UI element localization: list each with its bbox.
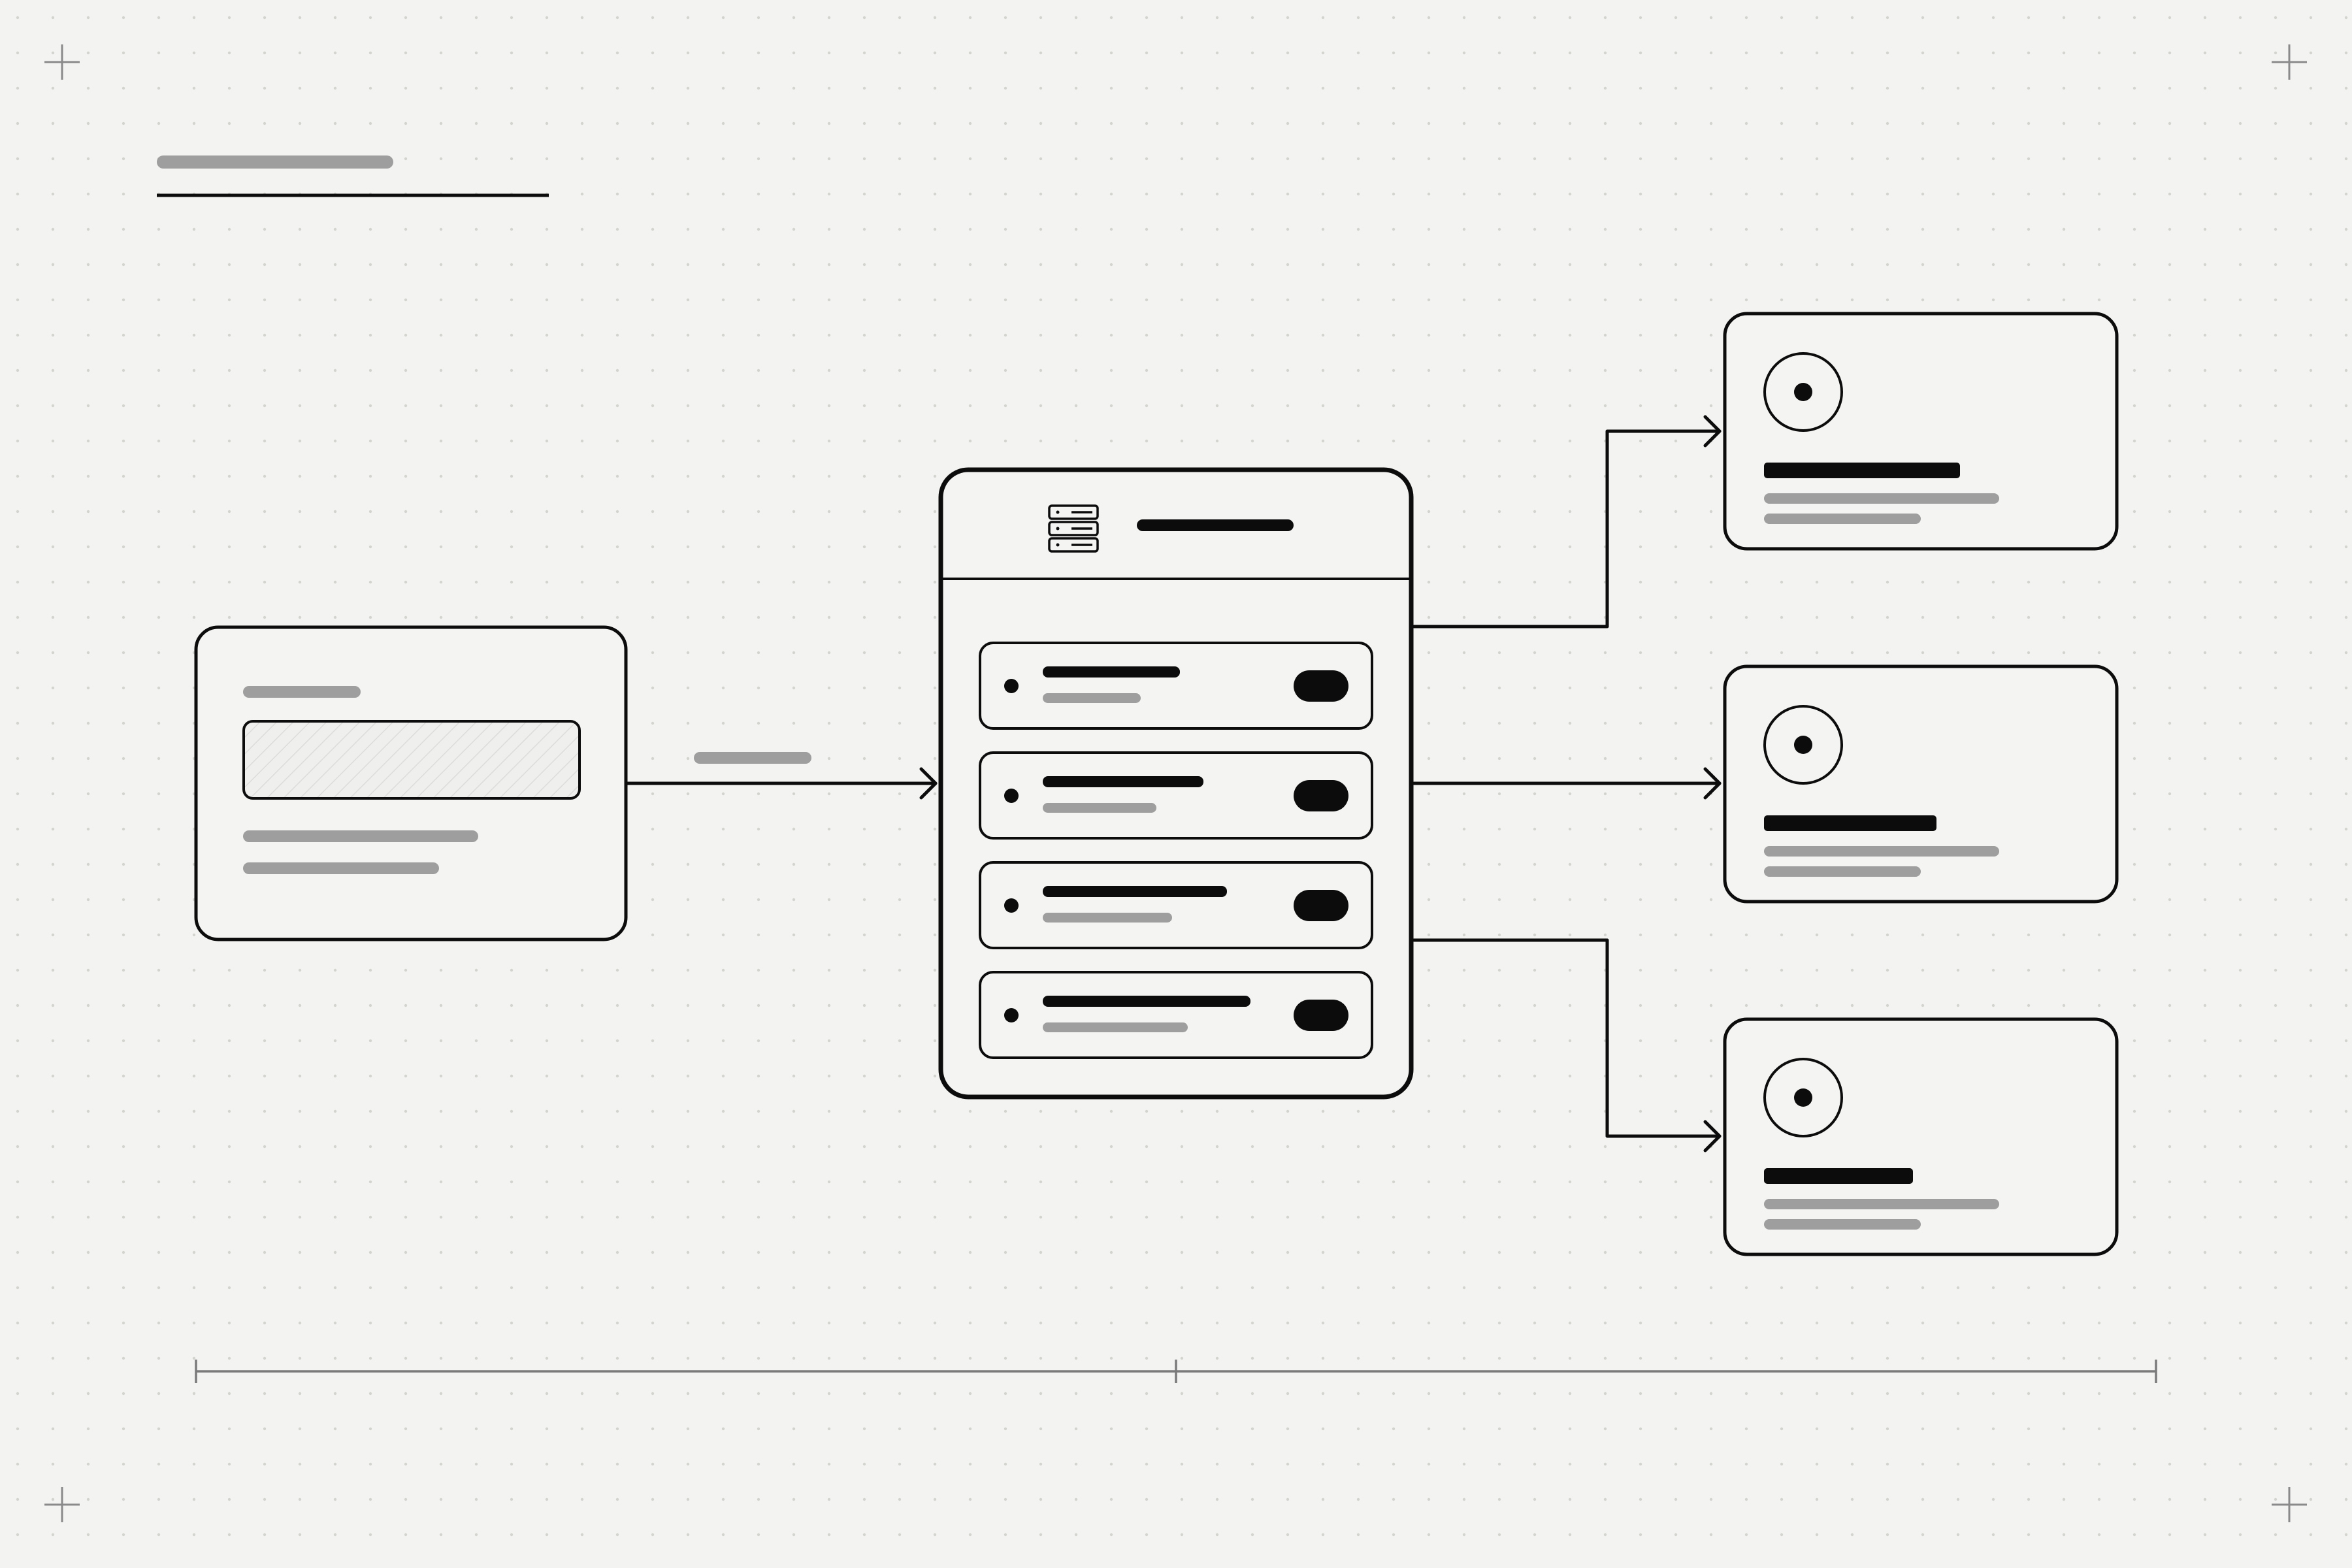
radio-target-icon bbox=[1763, 352, 1843, 432]
target-text-bar-2 bbox=[1764, 866, 1921, 877]
target-text-bar-1 bbox=[1764, 493, 1999, 504]
corner-mark-bottom-right bbox=[2272, 1487, 2307, 1522]
arrow-hub-to-target-3 bbox=[1412, 938, 1722, 1152]
target-title-bar bbox=[1764, 463, 1960, 478]
hub-row[interactable] bbox=[979, 971, 1373, 1059]
row-status-dot bbox=[1004, 1008, 1019, 1022]
radio-target-icon bbox=[1763, 1058, 1843, 1137]
server-rack-icon bbox=[1048, 504, 1099, 553]
source-card bbox=[194, 625, 628, 941]
row-toggle-pill[interactable] bbox=[1294, 780, 1348, 811]
hub-row[interactable] bbox=[979, 861, 1373, 949]
target-card bbox=[1723, 1017, 2119, 1256]
arrow-hub-to-target-1 bbox=[1412, 415, 1722, 629]
target-title-bar bbox=[1764, 815, 1936, 831]
target-text-bar-1 bbox=[1764, 846, 1999, 857]
row-status-dot bbox=[1004, 898, 1019, 913]
target-text-bar-2 bbox=[1764, 514, 1921, 524]
hub-row[interactable] bbox=[979, 751, 1373, 840]
row-status-dot bbox=[1004, 679, 1019, 693]
row-title-bar bbox=[1043, 776, 1203, 787]
source-card-text-bar-2 bbox=[243, 862, 439, 874]
row-toggle-pill[interactable] bbox=[1294, 670, 1348, 702]
corner-mark-bottom-left bbox=[44, 1487, 80, 1522]
scale-bar bbox=[195, 1360, 2157, 1383]
connector-label-bar bbox=[694, 752, 811, 764]
corner-mark-top-right bbox=[2272, 44, 2307, 80]
source-card-label-bar bbox=[243, 686, 361, 698]
title-placeholder-bar bbox=[157, 155, 393, 169]
source-input-field[interactable] bbox=[242, 720, 581, 800]
target-text-bar-1 bbox=[1764, 1199, 1999, 1209]
row-title-bar bbox=[1043, 666, 1180, 678]
row-title-bar bbox=[1043, 996, 1250, 1007]
target-text-bar-2 bbox=[1764, 1219, 1921, 1230]
row-subtitle-bar bbox=[1043, 1022, 1188, 1032]
row-toggle-pill[interactable] bbox=[1294, 1000, 1348, 1031]
row-subtitle-bar bbox=[1043, 803, 1156, 813]
hub-panel bbox=[938, 467, 1414, 1100]
row-status-dot bbox=[1004, 789, 1019, 803]
row-toggle-pill[interactable] bbox=[1294, 890, 1348, 921]
hub-row[interactable] bbox=[979, 642, 1373, 730]
target-title-bar bbox=[1764, 1168, 1913, 1184]
target-card bbox=[1723, 664, 2119, 904]
arrow-source-to-hub bbox=[625, 767, 938, 800]
page-title bbox=[157, 155, 549, 197]
source-card-text-bar-1 bbox=[243, 830, 478, 842]
radio-target-icon bbox=[1763, 705, 1843, 785]
target-card bbox=[1723, 312, 2119, 551]
corner-marks bbox=[44, 44, 2307, 1522]
hub-title-bar bbox=[1137, 519, 1294, 531]
row-title-bar bbox=[1043, 886, 1227, 897]
row-subtitle-bar bbox=[1043, 693, 1141, 703]
corner-mark-top-left bbox=[44, 44, 80, 80]
arrow-hub-to-target-2 bbox=[1412, 767, 1722, 800]
row-subtitle-bar bbox=[1043, 913, 1172, 923]
